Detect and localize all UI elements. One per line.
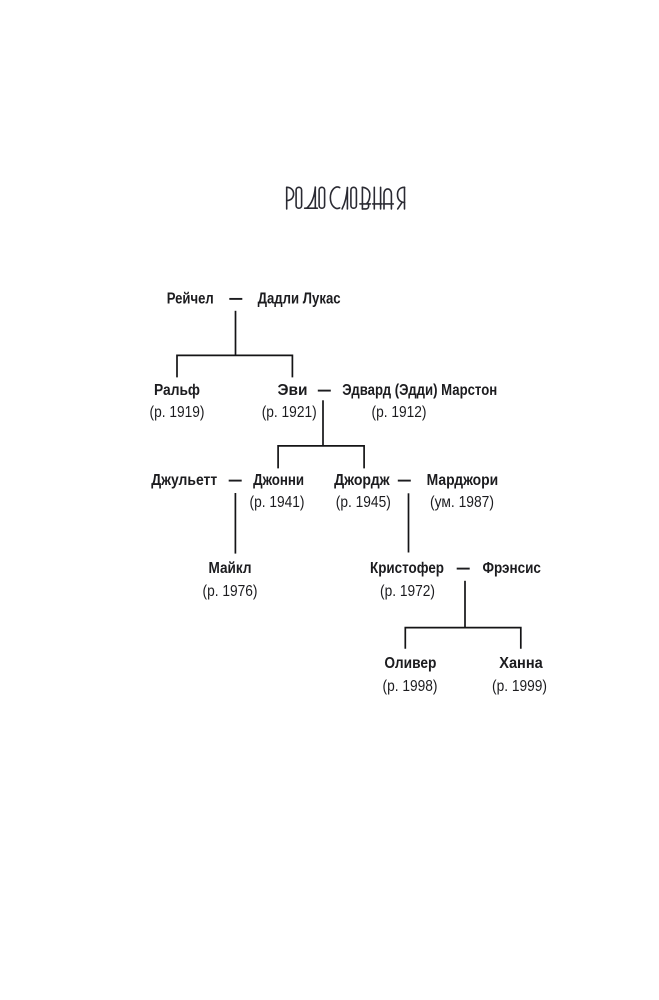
svg-text:Ханна: Ханна [499,655,543,672]
svg-text:Рейчел: Рейчел [167,290,214,307]
svg-text:(р. 1998): (р. 1998) [383,678,438,695]
svg-text:Майкл: Майкл [209,560,252,577]
svg-text:(р. 1912): (р. 1912) [372,404,427,421]
svg-text:Джордж: Джордж [334,472,390,489]
svg-text:(р. 1999): (р. 1999) [492,678,547,695]
svg-text:Фрэнсис: Фрэнсис [482,560,541,577]
svg-text:Джонни: Джонни [253,472,304,489]
svg-text:Джульетт: Джульетт [151,472,217,489]
svg-text:Ральф: Ральф [154,382,200,399]
svg-text:Дадли Лукас: Дадли Лукас [258,290,341,307]
svg-text:(ум. 1987): (ум. 1987) [430,494,494,511]
svg-text:(р. 1941): (р. 1941) [250,494,305,511]
svg-text:Кристофер: Кристофер [370,560,444,577]
svg-text:(р. 1945): (р. 1945) [336,494,391,511]
svg-text:(р. 1921): (р. 1921) [262,404,317,421]
svg-text:(р. 1919): (р. 1919) [150,404,205,421]
svg-text:Эдвард (Эдди) Марстон: Эдвард (Эдди) Марстон [342,382,497,399]
svg-text:(р. 1976): (р. 1976) [203,583,258,600]
svg-text:Марджори: Марджори [427,472,499,489]
svg-text:(р. 1972): (р. 1972) [380,583,435,600]
svg-text:Оливер: Оливер [384,655,436,672]
svg-text:Эви: Эви [278,382,308,399]
